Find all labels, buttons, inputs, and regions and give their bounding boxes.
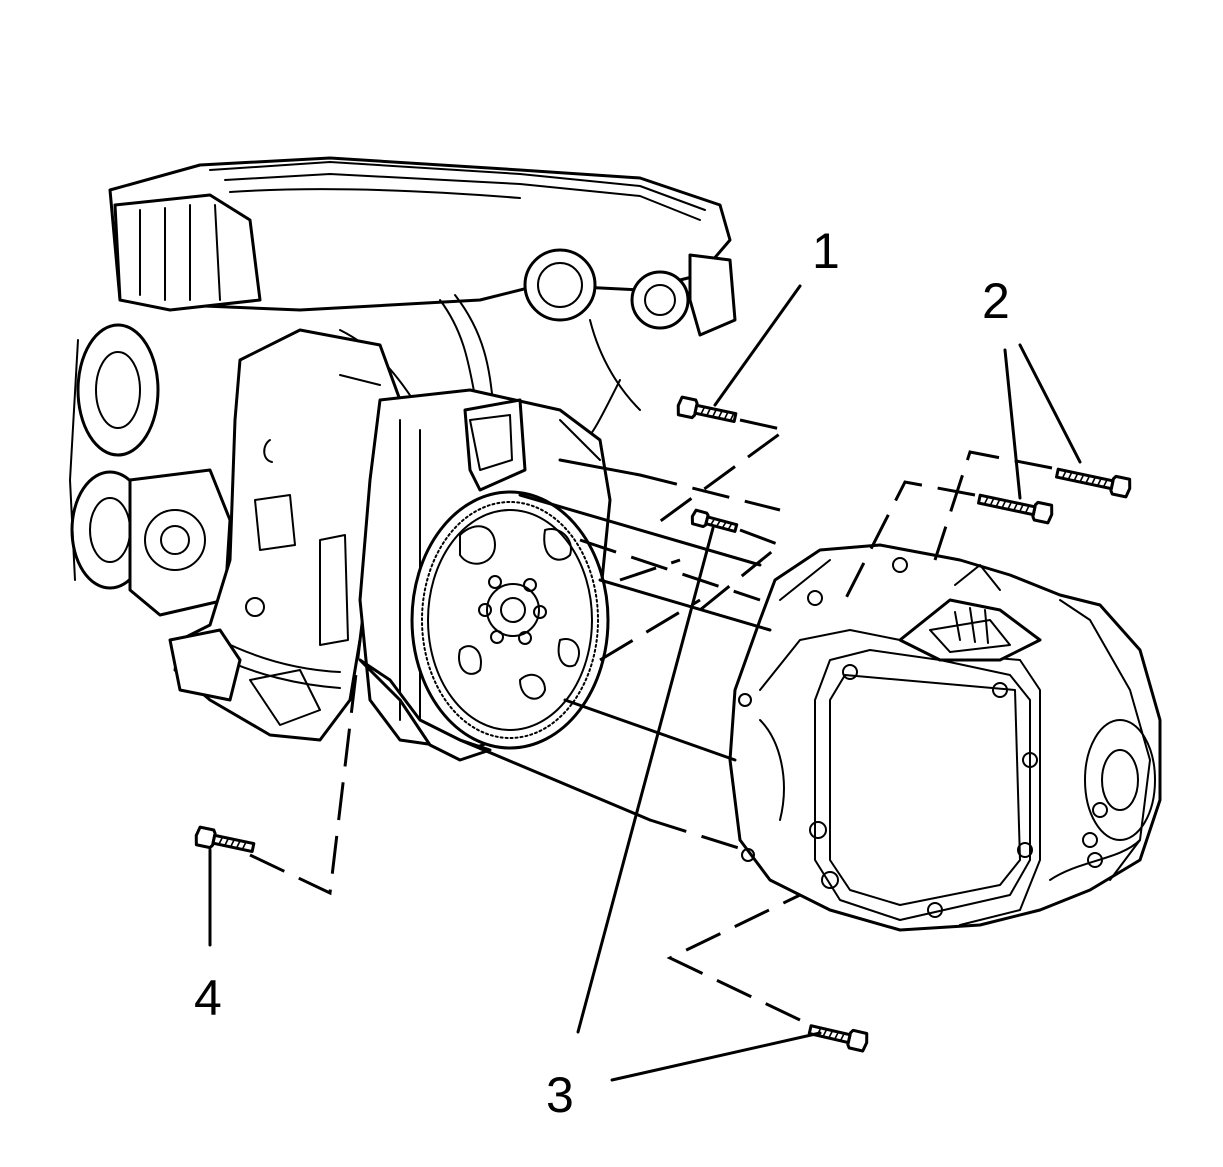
leader-3b xyxy=(610,1031,822,1082)
callout-4: 4 xyxy=(194,970,222,1026)
leader-2b xyxy=(1018,343,1082,464)
callout-1: 1 xyxy=(812,223,840,279)
transmission-assembly xyxy=(728,543,1162,932)
alignment-lines xyxy=(458,458,781,852)
engine-assembly xyxy=(69,156,737,762)
bolt-2-lower xyxy=(977,493,1054,525)
bolt-3-lower xyxy=(807,1024,869,1053)
callout-3: 3 xyxy=(546,1067,574,1123)
bolt-3-upper xyxy=(690,508,739,533)
leader-lines xyxy=(208,284,1082,1082)
bolt-paths xyxy=(249,418,1053,1022)
bolt-2-upper xyxy=(1055,467,1132,499)
bolt-1 xyxy=(676,395,738,423)
leader-2a xyxy=(1003,348,1022,500)
bolt-4 xyxy=(194,825,256,853)
leader-1 xyxy=(713,284,802,407)
callout-2: 2 xyxy=(982,273,1010,329)
leader-3a xyxy=(576,526,715,1034)
